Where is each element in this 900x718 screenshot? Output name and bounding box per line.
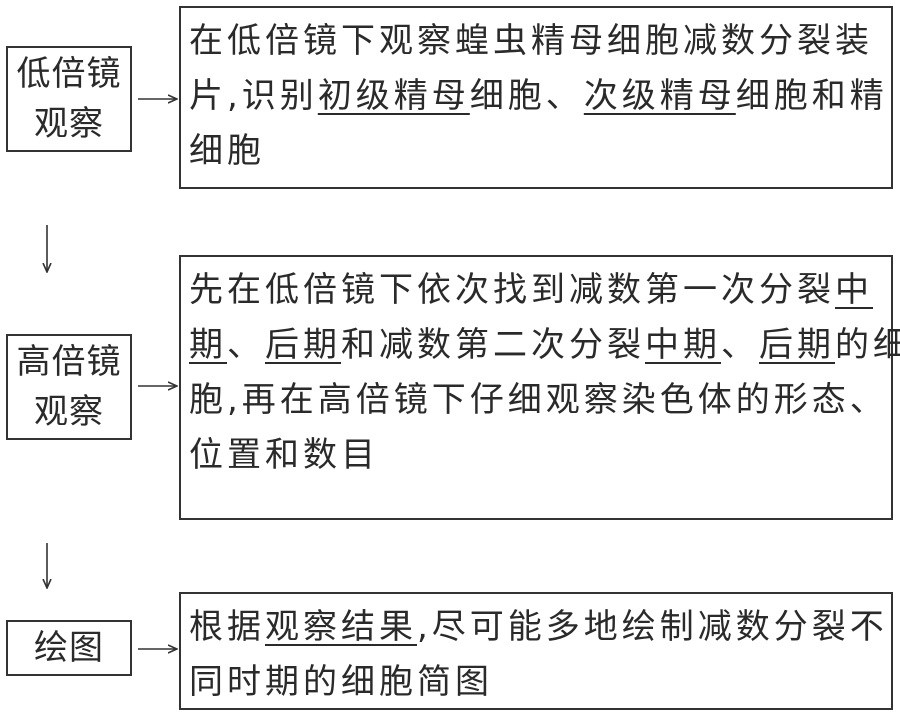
desc-seg-underlined: 中期 xyxy=(645,325,721,365)
desc-seg: 在低倍镜下观察蝗虫精母细胞减数分裂装 xyxy=(189,21,873,61)
desc-seg: 片,识别 xyxy=(189,76,318,116)
desc-seg: 胞,再在高倍镜下仔细观察染色体的形态、 xyxy=(189,380,888,420)
desc-seg: 的细 xyxy=(835,325,900,365)
desc-line: 片,识别初级精母细胞、次级精母细胞和精 xyxy=(189,69,884,124)
desc-line: 在低倍镜下观察蝗虫精母细胞减数分裂装 xyxy=(189,14,883,69)
step-desc-high-power: 先在低倍镜下依次找到减数第一次分裂中 期、后期和减数第二次分裂中期、后期的细 胞… xyxy=(179,255,900,520)
desc-seg-underlined: 后期 xyxy=(759,325,835,365)
desc-seg: 根据 xyxy=(189,607,265,647)
desc-line: 位置和数目 xyxy=(189,428,883,483)
desc-seg: 同时期的细胞简图 xyxy=(189,662,493,702)
desc-line: 细胞 xyxy=(189,124,883,179)
step-label-line: 低倍镜 xyxy=(16,54,122,94)
step-desc-draw: 根据观察结果,尽可能多地绘制减数分裂不 同时期的细胞简图 xyxy=(179,592,893,710)
desc-seg-underlined: 初级精母 xyxy=(317,76,470,116)
desc-seg: 、 xyxy=(721,325,759,365)
desc-seg: 、 xyxy=(227,325,265,365)
desc-seg: ,尽可能多地绘制减数分裂不 xyxy=(417,607,888,647)
step-label-low-power: 低倍镜 观察 xyxy=(6,46,132,152)
step-label-line: 观察 xyxy=(34,104,104,144)
desc-seg-underlined: 观察结果 xyxy=(265,607,417,647)
desc-seg: 细胞和精 xyxy=(735,76,888,116)
desc-seg-underlined: 期 xyxy=(189,325,227,365)
step-label-line: 高倍镜 xyxy=(16,342,122,382)
step-label-line: 观察 xyxy=(34,392,104,432)
desc-seg: 位置和数目 xyxy=(189,435,379,475)
desc-seg: 和减数第二次分裂 xyxy=(341,325,645,365)
step-desc-low-power: 在低倍镜下观察蝗虫精母细胞减数分裂装 片,识别初级精母细胞、次级精母细胞和精 细… xyxy=(179,6,893,189)
step-label-high-power: 高倍镜 观察 xyxy=(6,334,132,440)
desc-line: 胞,再在高倍镜下仔细观察染色体的形态、 xyxy=(189,373,884,428)
step-label-draw: 绘图 xyxy=(6,620,132,676)
desc-line: 期、后期和减数第二次分裂中期、后期的细 xyxy=(189,318,900,373)
desc-seg-underlined: 次级精母 xyxy=(583,76,736,116)
desc-seg: 先在低倍镜下依次找到减数第一次分裂 xyxy=(189,270,835,310)
desc-seg: 细胞、 xyxy=(469,76,584,116)
step-label-line: 绘图 xyxy=(34,628,104,668)
desc-seg: 细胞 xyxy=(189,131,265,171)
desc-seg-underlined: 后期 xyxy=(265,325,341,365)
desc-line: 先在低倍镜下依次找到减数第一次分裂中 xyxy=(189,263,883,318)
desc-line: 同时期的细胞简图 xyxy=(189,655,883,710)
desc-seg-underlined: 中 xyxy=(835,270,873,310)
desc-line: 根据观察结果,尽可能多地绘制减数分裂不 xyxy=(189,600,884,655)
